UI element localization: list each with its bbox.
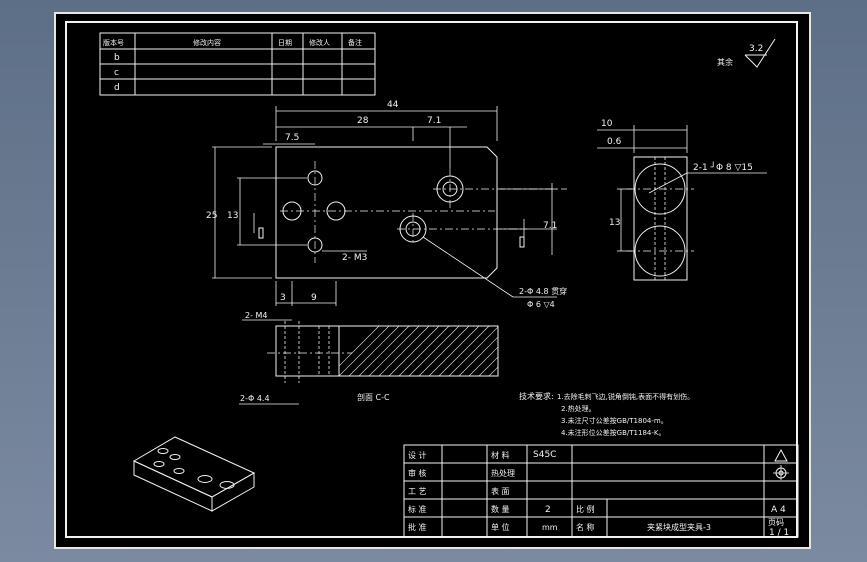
callout-cbore-6: Φ 6 ▽4 bbox=[527, 300, 555, 309]
tb-check: 审 核 bbox=[408, 468, 427, 478]
side-dim-10: 10 bbox=[601, 119, 613, 129]
side-view-outline bbox=[633, 156, 688, 281]
dim-3: 3 bbox=[280, 293, 286, 303]
rev-row-b: b bbox=[114, 53, 120, 63]
tb-std: 标 准 bbox=[408, 504, 427, 514]
tb-qty: 2 bbox=[545, 505, 551, 515]
first-angle-projection-icon bbox=[773, 448, 789, 480]
tech-note-2: 2.热处理。 bbox=[561, 404, 596, 413]
rev-row-c: c bbox=[114, 68, 119, 78]
section-outline bbox=[275, 325, 499, 377]
drawing-sheet: 版本号 修改内容 日期 修改人 备注 b c d 其余 3.2 bbox=[54, 12, 811, 549]
side-view: 10 0.6 13 2-1 ┘Φ 8 ▽15 bbox=[597, 119, 767, 281]
dim-7-1-top: 7.1 bbox=[427, 116, 441, 126]
tb-design: 设 计 bbox=[408, 450, 427, 460]
technical-notes: 技术要求: 1.去除毛刺飞边,锐角倒钝,表面不得有划伤。 2.热处理。 3.未注… bbox=[519, 391, 694, 437]
roughness-value: 3.2 bbox=[749, 44, 763, 54]
rev-row-d: d bbox=[114, 83, 120, 93]
tech-note-1: 1.去除毛刺飞边,锐角倒钝,表面不得有划伤。 bbox=[557, 392, 694, 401]
tb-heat-label: 热处理 bbox=[491, 468, 515, 478]
side-callout: 2-1 ┘Φ 8 ▽15 bbox=[693, 161, 753, 173]
dim-9: 9 bbox=[311, 293, 317, 303]
dim-13-front: 13 bbox=[227, 211, 238, 221]
tb-surface-label: 表 面 bbox=[491, 486, 510, 496]
drawing-frame: 版本号 修改内容 日期 修改人 备注 b c d 其余 3.2 bbox=[65, 21, 799, 538]
callout-m3: 2- M3 bbox=[342, 253, 367, 263]
tb-material: S45C bbox=[533, 450, 556, 460]
dim-7-5: 7.5 bbox=[285, 133, 299, 143]
front-view: 44 28 7.1 7.5 25 13 bbox=[206, 100, 567, 309]
roughness-check-icon bbox=[744, 38, 776, 68]
revision-table: 版本号 修改内容 日期 修改人 备注 b c d bbox=[99, 32, 376, 96]
iso-top-face bbox=[132, 436, 256, 498]
tb-unit-label: 单 位 bbox=[491, 522, 510, 532]
drawing-canvas: 版本号 修改内容 日期 修改人 备注 b c d 其余 3.2 bbox=[99, 32, 799, 538]
roughness-symbol: 其余 3.2 bbox=[717, 38, 776, 68]
callout-hole-4-8: 2-Φ 4.8 贯穿 bbox=[519, 286, 567, 296]
tb-part-name: 夹紧块成型夹具-3 bbox=[647, 522, 711, 532]
section-callout-m4: 2- M4 bbox=[245, 311, 268, 320]
tech-note-4: 4.未注形位公差按GB/T1184-K。 bbox=[561, 428, 665, 437]
dim-7-1-right: 7.1 bbox=[543, 221, 557, 231]
tb-unit: mm bbox=[542, 523, 558, 532]
tb-material-label: 材 料 bbox=[491, 450, 510, 460]
isometric-view bbox=[132, 436, 256, 512]
section-callout-hole: 2-Φ 4.4 bbox=[240, 394, 270, 403]
section-view: 2- M4 2-Φ 4.4 剖面 C-C bbox=[239, 311, 499, 405]
dim-height-25: 25 bbox=[206, 211, 217, 221]
tech-notes-title: 技术要求: bbox=[519, 391, 554, 401]
rev-header-author: 修改人 bbox=[309, 38, 330, 47]
dim-28: 28 bbox=[357, 116, 369, 126]
rev-header-content: 修改内容 bbox=[193, 38, 221, 47]
tech-note-3: 3.未注尺寸公差按GB/T1804-m。 bbox=[561, 416, 668, 425]
tb-approve: 批 准 bbox=[408, 522, 427, 532]
rev-header-version: 版本号 bbox=[103, 38, 124, 47]
front-view-outline bbox=[275, 146, 498, 279]
title-block: 设 计 审 核 工 艺 标 准 批 准 材 料 S45C 热处理 表 面 数 量… bbox=[403, 444, 799, 538]
side-dim-0-6: 0.6 bbox=[607, 137, 622, 147]
rev-header-date: 日期 bbox=[278, 39, 292, 47]
tb-scale-label: 比 例 bbox=[576, 504, 595, 514]
tb-qty-label: 数 量 bbox=[491, 504, 510, 514]
side-dim-13: 13 bbox=[609, 218, 620, 228]
tb-page-label: 页码 bbox=[768, 518, 784, 527]
tb-sheet-size: A 4 bbox=[771, 505, 786, 515]
section-label: 剖面 C-C bbox=[357, 392, 390, 402]
dim-overall-44: 44 bbox=[387, 100, 399, 110]
roughness-label: 其余 bbox=[717, 57, 733, 67]
tb-process: 工 艺 bbox=[408, 487, 427, 496]
tb-name-label: 名 称 bbox=[576, 522, 595, 532]
rev-header-note: 备注 bbox=[348, 38, 362, 47]
tb-page: 1 / 1 bbox=[769, 528, 789, 538]
